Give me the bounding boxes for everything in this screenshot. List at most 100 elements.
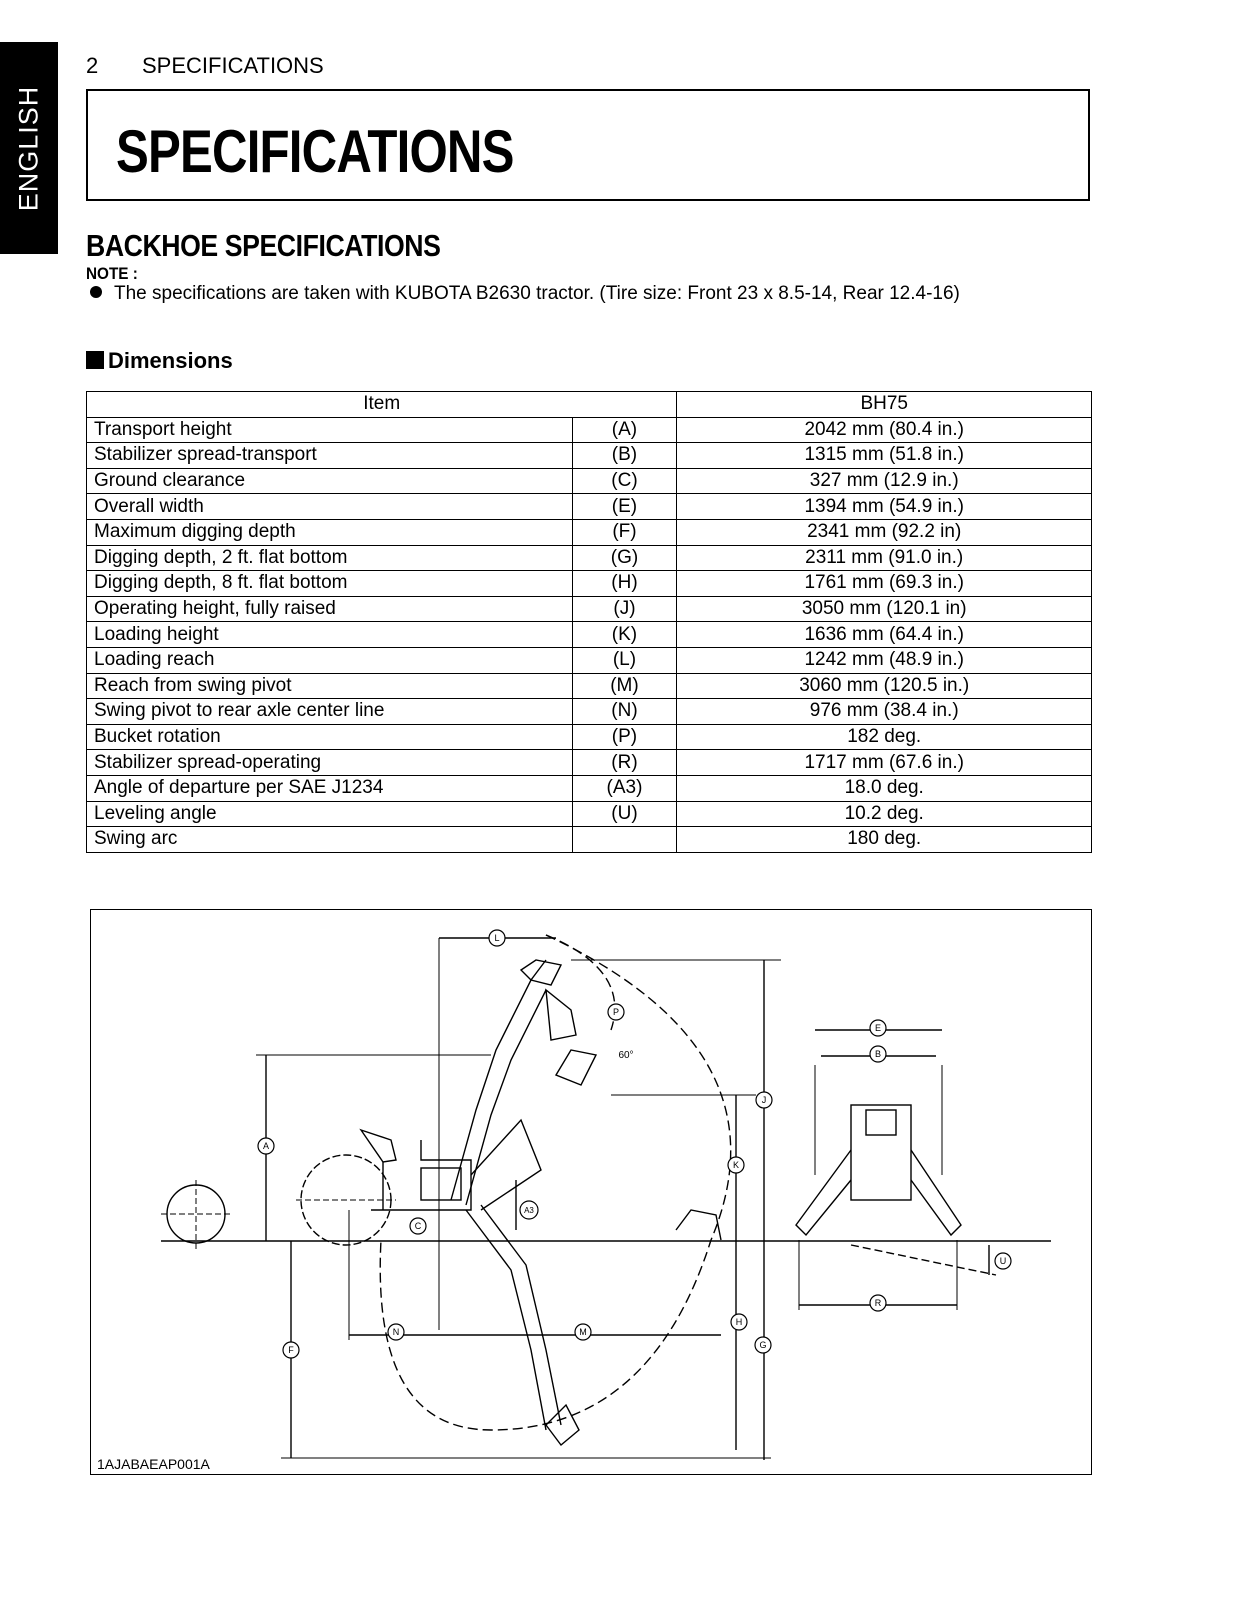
- row-code: (R): [571, 749, 678, 776]
- table-row: Overall width(E)1394 mm (54.9 in.): [86, 493, 1092, 520]
- row-code: (L): [571, 646, 678, 674]
- label-J: J: [762, 1095, 767, 1105]
- row-code: (C): [571, 467, 678, 495]
- title-box: SPECIFICATIONS: [86, 89, 1090, 201]
- label-K: K: [733, 1160, 739, 1170]
- boom-raised: [450, 959, 547, 1206]
- label-E: E: [875, 1023, 881, 1033]
- table-row: Loading height(K)1636 mm (64.4 in.): [86, 621, 1092, 648]
- bucket-raised-2: [545, 988, 577, 1041]
- row-item: Maximum digging depth: [86, 518, 573, 546]
- table-body: Transport height(A)2042 mm (80.4 in.)Sta…: [86, 416, 1092, 853]
- bucket-raised-3: [554, 1049, 598, 1086]
- rear-view-seat: [865, 1109, 897, 1136]
- row-code: (G): [571, 544, 678, 572]
- dimensions-heading: Dimensions: [86, 348, 233, 374]
- figure-code: 1AJABAEAP001A: [97, 1456, 210, 1472]
- row-value: 2341 mm (92.2 in): [676, 518, 1092, 546]
- label-angle: 60°: [618, 1050, 633, 1061]
- table-row: Maximum digging depth(F)2341 mm (92.2 in…: [86, 518, 1092, 546]
- label-F: F: [288, 1345, 294, 1355]
- dimensions-table: Item BH75 Transport height(A)2042 mm (80…: [85, 391, 1092, 853]
- row-item: Leveling angle: [86, 800, 573, 828]
- bucket-rotation-arc: [545, 934, 616, 1031]
- rear-view-body: [850, 1104, 912, 1201]
- table-row: Swing arc 180 deg.: [86, 826, 1092, 853]
- table-row: Stabilizer spread-transport(B)1315 mm (5…: [86, 442, 1092, 469]
- row-item: Stabilizer spread-operating: [86, 749, 573, 776]
- table-row: Transport height(A)2042 mm (80.4 in.): [86, 416, 1092, 444]
- row-value: 1394 mm (54.9 in.): [676, 493, 1092, 520]
- table-row: Stabilizer spread-operating(R)1717 mm (6…: [86, 749, 1092, 776]
- row-item: Swing pivot to rear axle center line: [86, 698, 573, 725]
- row-code: (J): [571, 595, 678, 623]
- row-item: Loading reach: [86, 646, 573, 674]
- language-tab-label: ENGLISH: [13, 85, 44, 211]
- row-code: (N): [571, 698, 678, 725]
- row-value: 1315 mm (51.8 in.): [676, 442, 1092, 469]
- label-P: P: [613, 1007, 619, 1017]
- row-code: (U): [571, 800, 678, 828]
- row-value: 3050 mm (120.1 in): [676, 595, 1092, 623]
- row-value: 976 mm (38.4 in.): [676, 698, 1092, 725]
- label-A: A: [263, 1141, 269, 1151]
- row-value: 180 deg.: [676, 826, 1092, 853]
- note-body: The specifications are taken with KUBOTA…: [114, 283, 960, 304]
- column-header-item: Item: [85, 391, 678, 418]
- rear-view-stabilizers: [795, 1149, 962, 1237]
- label-C: C: [415, 1221, 422, 1231]
- table-row: Angle of departure per SAE J1234(A3)18.0…: [86, 774, 1092, 802]
- bucket-lowered: [545, 1403, 580, 1447]
- diagram-drawing: L P 60° A J K C A3 F N M H G E B U R: [161, 929, 1051, 1460]
- reach-envelope-arc: [379, 934, 732, 1431]
- row-value: 3060 mm (120.5 in.): [676, 672, 1092, 700]
- row-code: [571, 826, 678, 853]
- page-number: 2: [86, 53, 99, 78]
- bucket-on-ground: [675, 1209, 722, 1241]
- backhoe-dimension-diagram: L P 60° A J K C A3 F N M H G E B U R 1AJ…: [90, 909, 1092, 1475]
- row-value: 1636 mm (64.4 in.): [676, 621, 1092, 648]
- row-item: Stabilizer spread-transport: [86, 442, 573, 469]
- row-code: (H): [571, 570, 678, 597]
- row-value: 10.2 deg.: [676, 800, 1092, 828]
- label-G: G: [759, 1340, 766, 1350]
- section-title: BACKHOE SPECIFICATIONS: [86, 228, 441, 263]
- backhoe-mount: [420, 1167, 462, 1201]
- row-code: (M): [571, 672, 678, 700]
- row-value: 1717 mm (67.6 in.): [676, 749, 1092, 776]
- row-item: Angle of departure per SAE J1234: [86, 774, 573, 802]
- label-H: H: [736, 1317, 743, 1327]
- column-header-model: BH75: [676, 391, 1092, 418]
- label-A3: A3: [524, 1206, 534, 1215]
- row-value: 182 deg.: [676, 723, 1092, 751]
- row-item: Digging depth, 2 ft. flat bottom: [86, 544, 573, 572]
- row-item: Digging depth, 8 ft. flat bottom: [86, 570, 573, 597]
- arm-mid: [470, 1118, 542, 1211]
- row-code: (P): [571, 723, 678, 751]
- label-B: B: [875, 1049, 881, 1059]
- table-row: Swing pivot to rear axle center line(N)9…: [86, 698, 1092, 725]
- note-text: The specifications are taken with KUBOTA…: [90, 283, 960, 305]
- row-item: Reach from swing pivot: [86, 672, 573, 700]
- row-code: (A3): [571, 774, 678, 802]
- row-value: 2311 mm (91.0 in.): [676, 544, 1092, 572]
- row-item: Transport height: [86, 416, 573, 444]
- row-item: Loading height: [86, 621, 573, 648]
- row-code: (F): [571, 518, 678, 546]
- row-value: 327 mm (12.9 in.): [676, 467, 1092, 495]
- row-item: Swing arc: [86, 826, 573, 853]
- square-bullet-icon: [86, 351, 104, 369]
- label-N: N: [393, 1327, 400, 1337]
- row-item: Operating height, fully raised: [86, 595, 573, 623]
- dimensions-heading-text: Dimensions: [108, 348, 233, 373]
- leveling-angle-line: [850, 1244, 997, 1276]
- header-section: SPECIFICATIONS: [142, 53, 324, 78]
- row-value: 18.0 deg.: [676, 774, 1092, 802]
- table-row: Reach from swing pivot(M)3060 mm (120.5 …: [86, 672, 1092, 700]
- row-item: Ground clearance: [86, 467, 573, 495]
- label-L: L: [494, 933, 499, 943]
- row-code: (K): [571, 621, 678, 648]
- label-R: R: [875, 1298, 882, 1308]
- bucket-raised-1: [519, 959, 563, 986]
- row-item: Overall width: [86, 493, 573, 520]
